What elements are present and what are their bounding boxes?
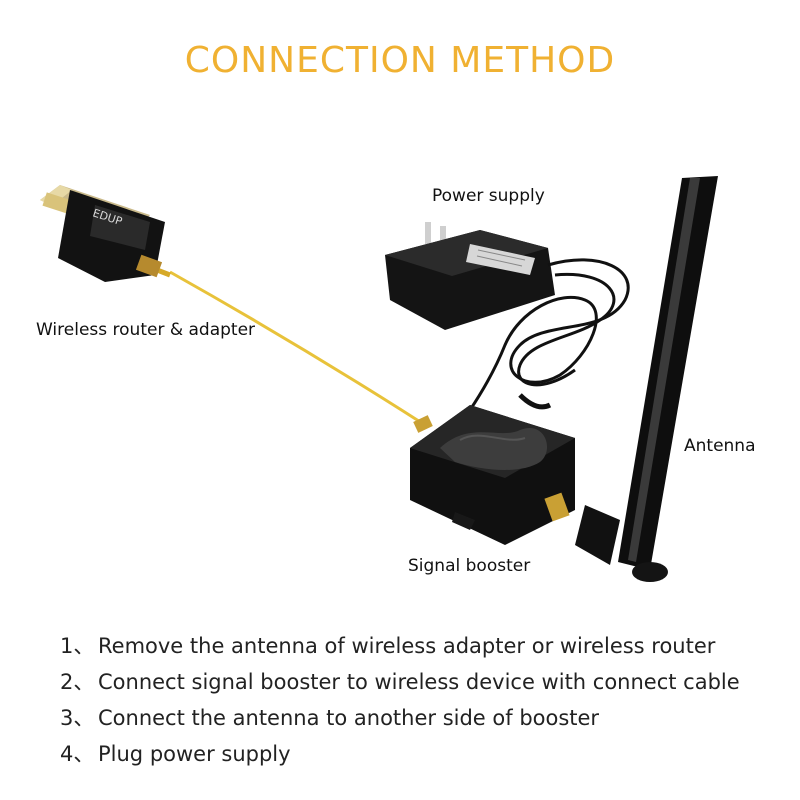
step-item: 3、Connect the antenna to another side of… — [60, 700, 740, 736]
usb-wifi-adapter-icon: EDUP — [40, 185, 165, 282]
instruction-steps: 1、Remove the antenna of wireless adapter… — [60, 628, 740, 772]
antenna-icon — [575, 176, 718, 582]
step-number: 3、 — [60, 706, 95, 730]
signal-booster-icon — [410, 393, 575, 545]
signal-booster-label: Signal booster — [408, 556, 531, 576]
step-item: 2、Connect signal booster to wireless dev… — [60, 664, 740, 700]
coax-cable — [169, 270, 426, 427]
power-supply-label: Power supply — [432, 186, 545, 206]
step-item: 4、Plug power supply — [60, 736, 740, 772]
step-text: Plug power supply — [98, 742, 291, 766]
step-number: 4、 — [60, 742, 95, 766]
step-text: Connect the antenna to another side of b… — [98, 706, 600, 730]
step-item: 1、Remove the antenna of wireless adapter… — [60, 628, 740, 664]
power-supply-icon — [385, 222, 555, 330]
antenna-label: Antenna — [684, 436, 756, 456]
step-text: Remove the antenna of wireless adapter o… — [98, 634, 716, 658]
wireless-router-label: Wireless router & adapter — [36, 320, 256, 340]
step-text: Connect signal booster to wireless devic… — [98, 670, 740, 694]
page-title: CONNECTION METHOD — [184, 40, 616, 81]
step-number: 1、 — [60, 634, 95, 658]
step-number: 2、 — [60, 670, 95, 694]
